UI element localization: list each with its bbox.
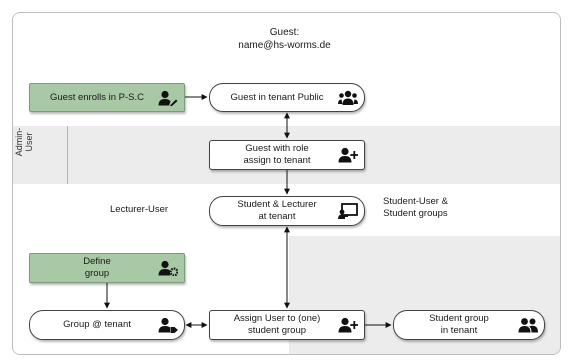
assign-user-node: Assign User to (one) student group (209, 310, 365, 340)
user-edit-icon (158, 90, 178, 106)
guest-tenant-public-node: Guest in tenant Public (209, 83, 365, 112)
student-lane-label: Student-User & Student groups (383, 196, 448, 219)
user-friends-icon (518, 318, 538, 333)
user-tag-icon (158, 317, 178, 333)
admin-label-cell (13, 126, 68, 184)
group-tenant-node: Group @ tenant (29, 310, 185, 340)
user-plus-icon (338, 147, 358, 163)
diagram-frame (12, 12, 561, 355)
guest-tenant-public-label: Guest in tenant Public (230, 91, 324, 103)
group-tenant-label: Group @ tenant (63, 319, 131, 330)
define-group-label: Define group (83, 256, 111, 279)
users-group-icon (338, 90, 358, 105)
assign-user-label: Assign User to (one) student group (233, 313, 321, 336)
user-plus-icon (338, 317, 358, 333)
define-group-node: Define group (29, 253, 185, 283)
guest-role-node: Guest with role assign to tenant (209, 140, 365, 170)
lecturer-lane-label: Lecturer-User (110, 204, 169, 215)
student-lecturer-label: Student & Lecturer at tenant (237, 199, 317, 222)
student-group-label: Student group in tenant (429, 313, 489, 336)
admin-lane-label: Admin- User (14, 127, 34, 157)
chalkboard-teacher-icon (338, 203, 358, 219)
guest-enrolls-label: Guest enrolls in P-S.C (50, 91, 144, 103)
guest-lane-title: Guest: name@hs-worms.de (238, 27, 331, 51)
student-lecturer-node: Student & Lecturer at tenant (209, 196, 365, 226)
user-cog-icon (158, 260, 178, 276)
student-group-node: Student group in tenant (393, 310, 545, 340)
guest-enrolls-node: Guest enrolls in P-S.C (29, 83, 185, 112)
guest-role-label: Guest with role assign to tenant (243, 143, 311, 166)
